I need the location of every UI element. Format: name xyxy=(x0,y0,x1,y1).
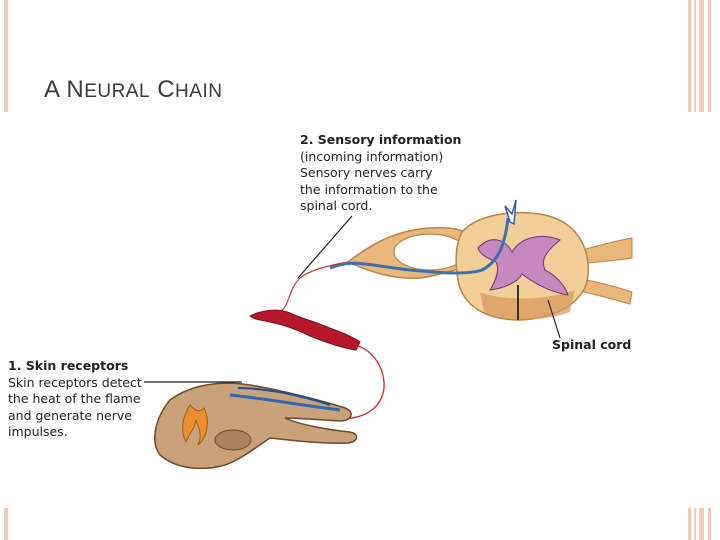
frame-right-bottom-4 xyxy=(708,508,711,540)
label-skin-line: and generate nerve xyxy=(8,407,132,423)
frame-left-top xyxy=(4,0,8,112)
label-sensory-line: the information to the xyxy=(300,181,438,197)
frame-right-bottom-1 xyxy=(688,508,691,540)
title-part-2-small: HAIN xyxy=(175,81,223,102)
frame-right-bottom-2 xyxy=(694,508,696,540)
label-skin-line: the heat of the flame xyxy=(8,391,141,406)
frame-right-top-3 xyxy=(699,0,704,112)
frame-right-bottom-3 xyxy=(699,508,704,540)
title-initial-2: C xyxy=(150,76,176,103)
label-spinal-cord: Spinal cord xyxy=(552,337,632,352)
title-initial-1: A xyxy=(44,76,60,103)
frame-right-top-4 xyxy=(708,0,711,112)
hand-illustration xyxy=(154,382,358,470)
label-sensory-line: spinal cord. xyxy=(300,198,373,213)
label-skin-receptors: 1. Skin receptors Skin receptors detect … xyxy=(8,358,158,441)
sensory-neuron-pathway xyxy=(279,199,517,313)
label-skin-line: Skin receptors detect xyxy=(8,374,142,390)
frame-right-top-1 xyxy=(688,0,691,112)
slide-title: A NEURAL CHAIN xyxy=(44,76,222,104)
label-sensory-information: 2. Sensory information (incoming informa… xyxy=(300,132,500,215)
label-sensory-heading: 2. Sensory information xyxy=(300,132,462,147)
title-part-1-small: EURAL xyxy=(84,81,151,102)
frame-right-top-2 xyxy=(694,0,696,112)
callout-line-sensory xyxy=(297,215,353,279)
title-part-1: N xyxy=(59,76,85,103)
callout-line-spinal-cord xyxy=(547,299,561,339)
label-skin-heading: 1. Skin receptors xyxy=(8,358,129,373)
frame-left-bottom xyxy=(4,508,8,540)
label-skin-line: impulses. xyxy=(8,424,68,439)
label-sensory-line: Sensory nerves carry xyxy=(300,165,433,180)
flame-illustration xyxy=(182,404,208,446)
label-sensory-line: (incoming information) xyxy=(300,148,444,164)
spinal-cord-cross-section xyxy=(455,211,589,321)
